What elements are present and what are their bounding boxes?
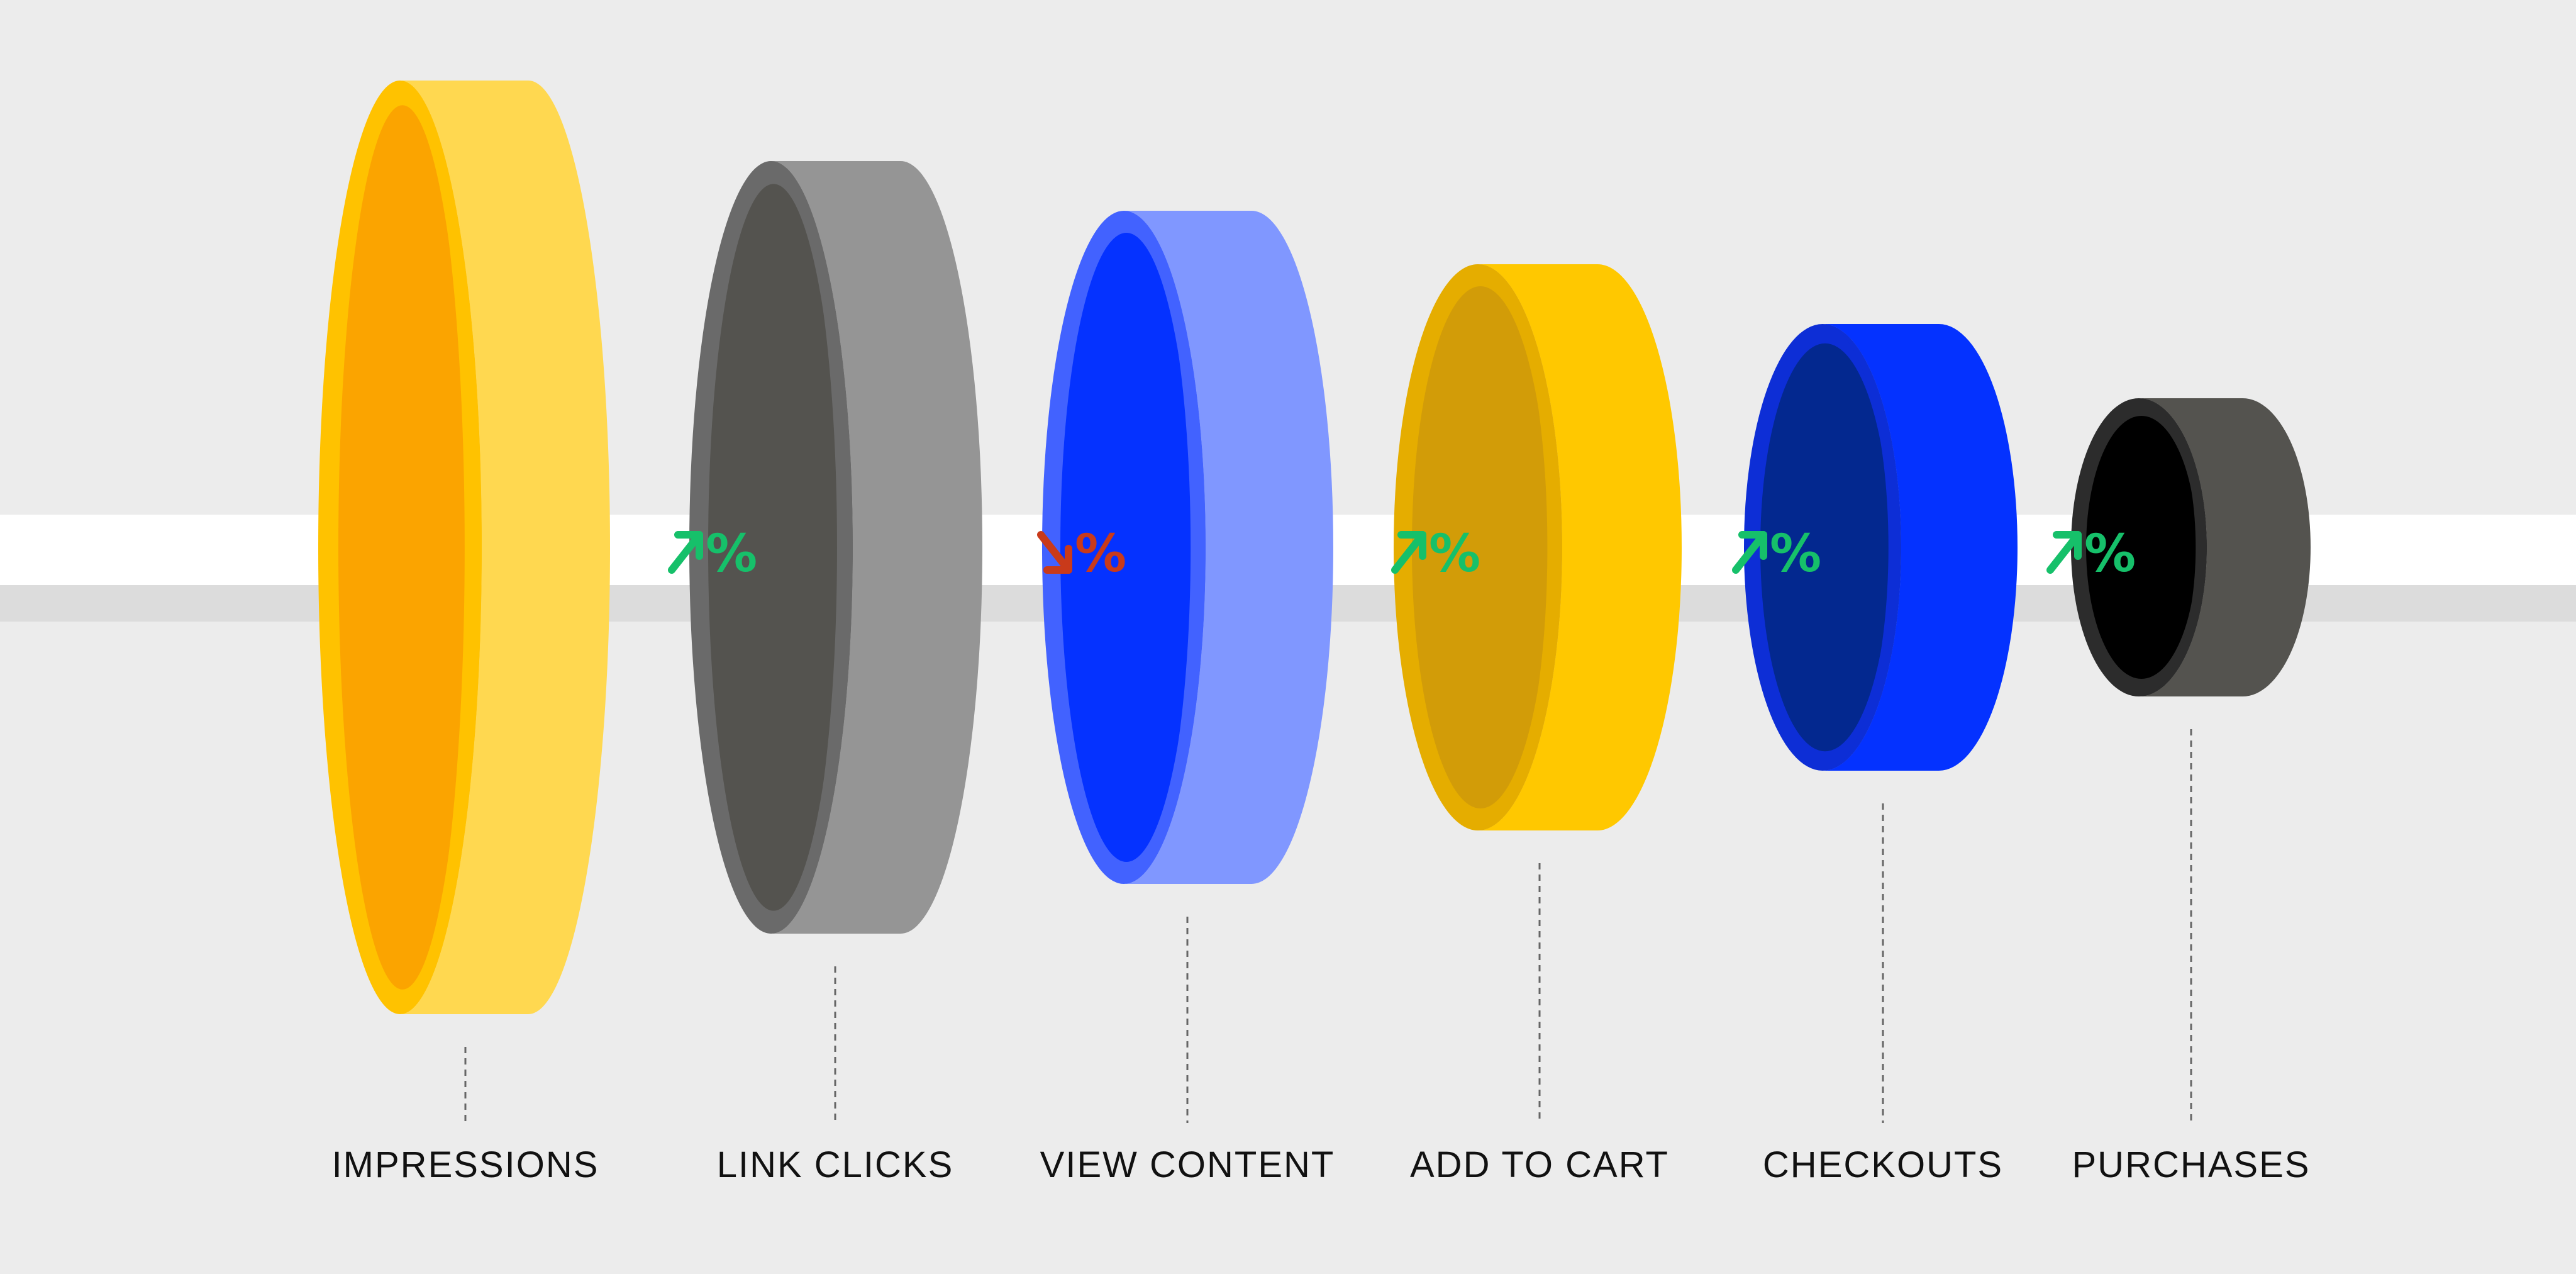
ring-hollow — [1412, 286, 1549, 808]
ring-face — [1478, 264, 1682, 830]
arrow-up-right-icon — [1391, 531, 1426, 574]
ring-bevel — [400, 81, 482, 1014]
percent-symbol: % — [706, 524, 757, 584]
ring-link-clicks — [689, 161, 982, 934]
ring-hollow — [1060, 233, 1192, 862]
arrow-up-right-icon — [2046, 531, 2082, 574]
stage-label-link-clicks: LINK CLICKS — [716, 1144, 954, 1185]
ring-checkouts — [1744, 324, 2018, 771]
ring-face — [1124, 211, 1333, 884]
arrow-up-right-icon — [1732, 531, 1767, 574]
ring-hollow — [2086, 416, 2197, 679]
ring-impressions — [318, 81, 610, 1014]
stage-label-checkouts: CHECKOUTS — [1762, 1144, 2004, 1185]
change-indicator-1: % — [668, 524, 757, 584]
ring-bevel — [2139, 398, 2207, 696]
change-indicator-2: % — [1037, 524, 1126, 584]
stage-label-add-to-cart: ADD TO CART — [1410, 1144, 1669, 1185]
ring-face — [400, 81, 610, 1014]
ring-bevel — [1478, 264, 1562, 830]
percent-symbol: % — [1770, 524, 1821, 584]
ring-hollow — [1760, 343, 1890, 752]
ring-purchases — [2071, 398, 2311, 696]
change-indicator-4: % — [1732, 524, 1821, 584]
ring-view-content — [1042, 211, 1333, 884]
ring-face — [771, 161, 982, 934]
ring-bevel — [1823, 324, 1901, 771]
ring-add-to-cart — [1394, 264, 1682, 830]
ring-hollow — [338, 105, 467, 990]
change-indicator-5: % — [2046, 524, 2136, 584]
ring-bevel — [771, 161, 853, 934]
stage-label-purchases: PURCHASES — [2072, 1144, 2311, 1185]
ring-bevel — [1124, 211, 1206, 884]
change-indicator-3: % — [1391, 524, 1480, 584]
ring-hollow — [708, 184, 839, 911]
stage-label-view-content: VIEW CONTENT — [1040, 1144, 1335, 1185]
ring-face — [1823, 324, 2018, 771]
percent-symbol: % — [2084, 524, 2136, 584]
percent-symbol: % — [1075, 524, 1126, 584]
arrow-down-right-icon — [1037, 531, 1072, 574]
arrow-up-right-icon — [668, 531, 703, 574]
stage-label-impressions: IMPRESSIONS — [331, 1144, 599, 1185]
ring-face — [2139, 398, 2311, 696]
percent-symbol: % — [1429, 524, 1480, 584]
